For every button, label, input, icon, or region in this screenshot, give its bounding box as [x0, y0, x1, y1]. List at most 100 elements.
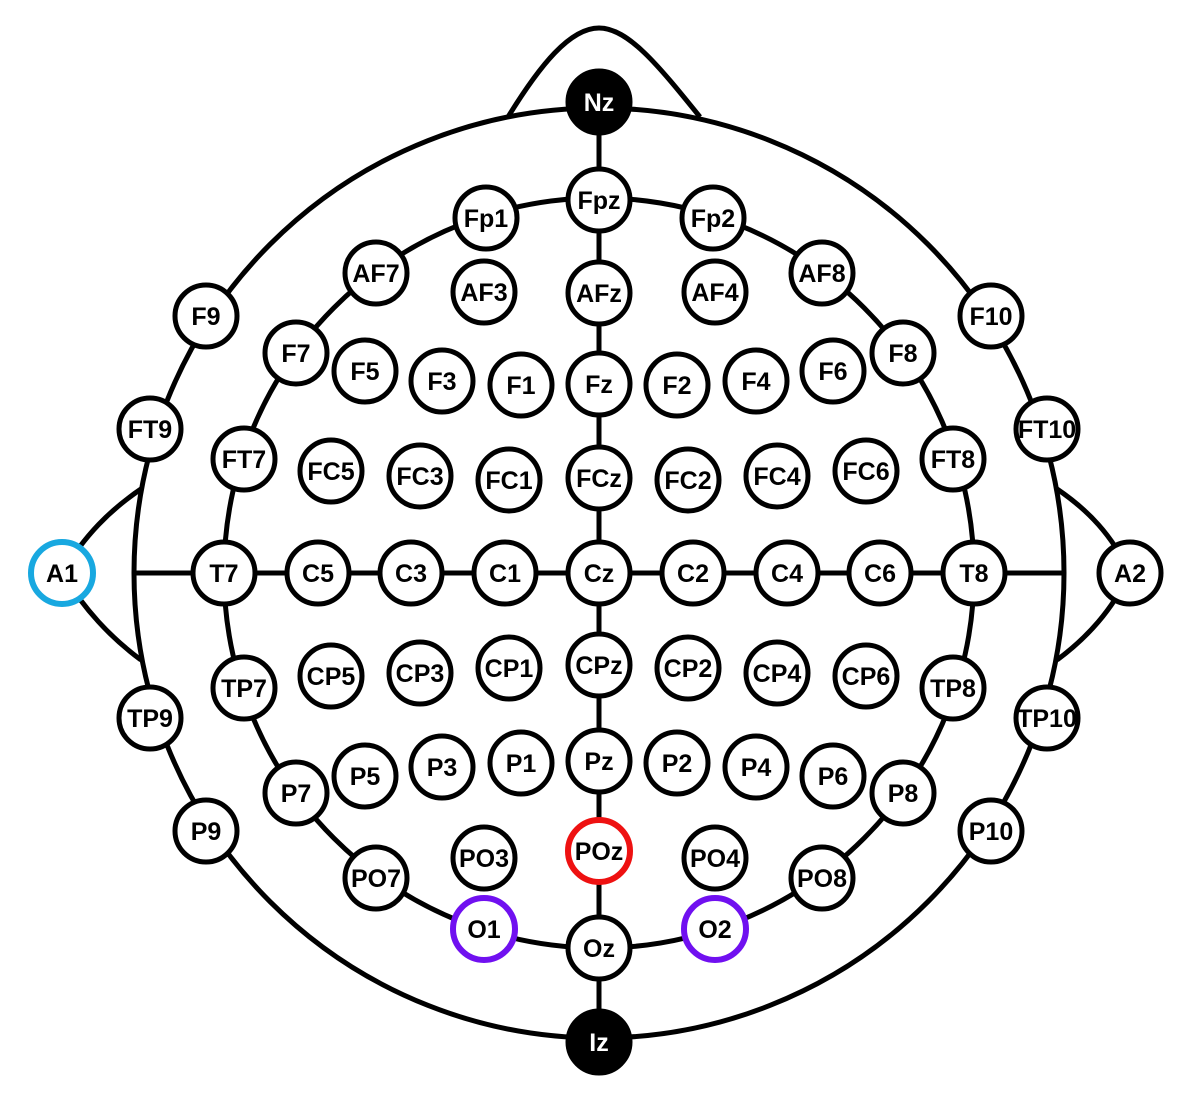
electrode-cpz: CPz	[565, 631, 633, 699]
electrode-cp4-label: CP4	[753, 660, 802, 688]
electrode-fc1-label: FC1	[485, 467, 532, 495]
electrode-fp1-marker	[452, 184, 520, 252]
electrode-af3-label: AF3	[460, 279, 507, 307]
electrode-f9: F9	[172, 282, 240, 350]
electrode-f4-label: F4	[741, 368, 770, 396]
electrode-a1-label: A1	[46, 560, 78, 588]
electrode-fp2-label: Fp2	[691, 205, 735, 233]
electrode-iz-label: Iz	[589, 1029, 608, 1057]
electrode-fc1-marker	[475, 446, 543, 514]
electrode-tp10: TP10	[1013, 684, 1081, 752]
electrode-f7-label: F7	[281, 340, 310, 368]
electrode-p9-marker	[172, 797, 240, 865]
electrode-af7-label: AF7	[352, 260, 399, 288]
electrode-f6-label: F6	[818, 358, 847, 386]
electrode-p3-marker	[408, 733, 476, 801]
electrode-cp5-marker	[297, 642, 365, 710]
electrode-o2: O2	[681, 895, 749, 963]
electrode-p4-marker	[722, 733, 790, 801]
electrode-c2: C2	[659, 539, 727, 607]
electrode-p6-marker	[799, 742, 867, 810]
electrode-f8-label: F8	[888, 340, 917, 368]
electrode-p6-label: P6	[818, 763, 849, 791]
electrode-p7: P7	[262, 759, 330, 827]
electrode-tp7-marker	[210, 654, 278, 722]
electrode-ft9: FT9	[116, 395, 184, 463]
electrode-f5-label: F5	[350, 358, 379, 386]
electrode-fp2: Fp2	[679, 184, 747, 252]
electrode-cp2-label: CP2	[664, 655, 713, 683]
electrode-fc3-label: FC3	[396, 463, 443, 491]
electrode-nz-marker	[565, 68, 633, 136]
electrode-ft8: FT8	[919, 425, 987, 493]
electrode-c6-marker	[846, 539, 914, 607]
electrode-cp4: CP4	[743, 639, 811, 707]
electrode-af7-marker	[342, 239, 410, 307]
electrode-af8: AF8	[788, 239, 856, 307]
electrode-p10-marker	[957, 797, 1025, 865]
electrode-t7-marker	[190, 539, 258, 607]
electrode-fc5-label: FC5	[307, 458, 354, 486]
electrode-cp1-label: CP1	[485, 655, 534, 683]
electrode-po3-label: PO3	[459, 845, 509, 873]
electrode-af3: AF3	[450, 258, 518, 326]
electrode-c5-marker	[284, 539, 352, 607]
electrode-po8: PO8	[788, 844, 856, 912]
electrode-cp6-label: CP6	[842, 663, 891, 691]
electrode-fp1-label: Fp1	[464, 205, 509, 233]
electrode-cp1: CP1	[475, 634, 543, 702]
electrode-o2-label: O2	[698, 916, 731, 944]
electrode-p1-label: P1	[506, 750, 537, 778]
electrode-fc5-marker	[297, 437, 365, 505]
electrode-pz: Pz	[565, 727, 633, 795]
electrode-tp9: TP9	[116, 684, 184, 752]
electrode-af4-marker	[681, 258, 749, 326]
electrode-fc4-label: FC4	[753, 463, 800, 491]
electrode-c2-label: C2	[677, 560, 709, 588]
electrode-po3: PO3	[450, 824, 518, 892]
electrode-fc6-label: FC6	[842, 458, 889, 486]
electrode-cp4-marker	[743, 639, 811, 707]
electrode-c6: C6	[846, 539, 914, 607]
electrode-o2-marker	[681, 895, 749, 963]
electrode-a2: A2	[1096, 539, 1164, 607]
electrode-af8-marker	[788, 239, 856, 307]
electrode-poz: POz	[565, 817, 633, 885]
electrode-f8: F8	[869, 319, 937, 387]
electrode-oz-label: Oz	[583, 935, 615, 963]
electrode-f2-marker	[643, 351, 711, 419]
electrode-fc2: FC2	[654, 446, 722, 514]
nose-outline	[505, 25, 702, 119]
electrode-fz-label: Fz	[585, 371, 613, 399]
electrode-cp3-label: CP3	[396, 660, 445, 688]
electrode-ft8-marker	[919, 425, 987, 493]
electrode-poz-marker	[565, 817, 633, 885]
electrode-f6-marker	[799, 337, 867, 405]
electrode-f9-label: F9	[191, 303, 220, 331]
electrode-p4: P4	[722, 733, 790, 801]
electrode-p10-label: P10	[969, 818, 1013, 846]
electrode-c1: C1	[471, 539, 539, 607]
electrode-f1-marker	[487, 351, 555, 419]
electrode-fc3-marker	[386, 442, 454, 510]
electrode-fpz-marker	[565, 166, 633, 234]
electrode-f4-marker	[722, 347, 790, 415]
electrode-f5-marker	[331, 337, 399, 405]
electrode-f7-marker	[262, 319, 330, 387]
electrode-cz-label: Cz	[584, 560, 615, 588]
electrode-p5: P5	[331, 742, 399, 810]
electrode-pz-label: Pz	[584, 748, 613, 776]
electrode-cp6: CP6	[832, 642, 900, 710]
electrode-t7-label: T7	[209, 560, 238, 588]
electrode-tp8-marker	[919, 654, 987, 722]
electrode-t8-marker	[940, 539, 1008, 607]
electrode-fc5: FC5	[297, 437, 365, 505]
electrode-f9-marker	[172, 282, 240, 350]
electrode-p1: P1	[487, 729, 555, 797]
electrode-ft7-marker	[210, 425, 278, 493]
electrode-poz-label: POz	[575, 838, 624, 866]
electrode-fcz-label: FCz	[576, 465, 622, 493]
electrode-fc6-marker	[832, 437, 900, 505]
electrode-f7: F7	[262, 319, 330, 387]
